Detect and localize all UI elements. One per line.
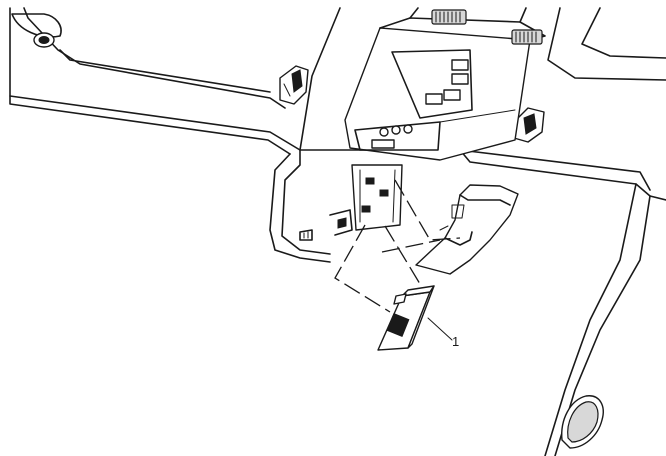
console-button-1 bbox=[379, 127, 389, 137]
headliner-panel bbox=[9, 7, 666, 456]
vent-grille-left bbox=[431, 9, 467, 25]
callout-1: 1 bbox=[427, 317, 459, 349]
console-switch-1 bbox=[451, 59, 469, 71]
console-display bbox=[371, 139, 395, 149]
module-component bbox=[377, 285, 435, 351]
left-visor-clip bbox=[11, 13, 271, 93]
assembly-lines bbox=[334, 179, 461, 313]
trim-cover bbox=[415, 184, 519, 275]
console-button-3 bbox=[403, 124, 413, 134]
left-handle-mount bbox=[279, 65, 309, 105]
console-switch-2 bbox=[451, 73, 469, 85]
console-switch-4 bbox=[443, 89, 461, 101]
callout-number: 1 bbox=[452, 334, 459, 349]
console-button-2 bbox=[391, 125, 401, 135]
console-bracket bbox=[299, 164, 403, 241]
speaker-grille bbox=[561, 395, 604, 449]
console-switch-3 bbox=[425, 93, 443, 105]
overhead-console bbox=[344, 7, 546, 161]
